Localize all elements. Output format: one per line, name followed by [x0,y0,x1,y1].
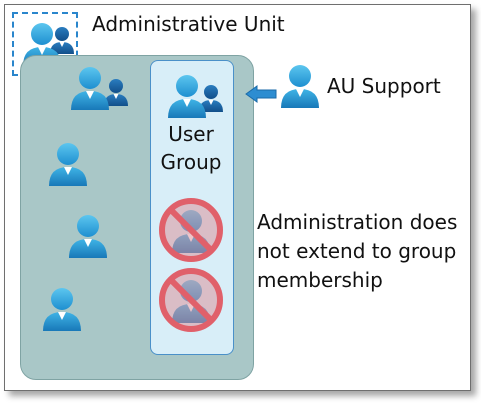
user-icon [69,215,107,258]
prohibited-member-icon [159,198,223,262]
au-support-icon [281,65,319,108]
group-icon [168,75,223,118]
user-group-label: User Group [160,122,222,174]
prohibited-member-icon [159,268,223,332]
administration-note: Administration does not extend to group … [257,210,458,292]
au-support-label: AU Support [327,74,441,98]
user-icon [43,288,81,331]
user-icon [49,143,87,186]
arrow-left-icon [245,85,277,103]
administrative-unit-label: Administrative Unit [92,12,285,36]
user-group-icon [71,67,128,110]
